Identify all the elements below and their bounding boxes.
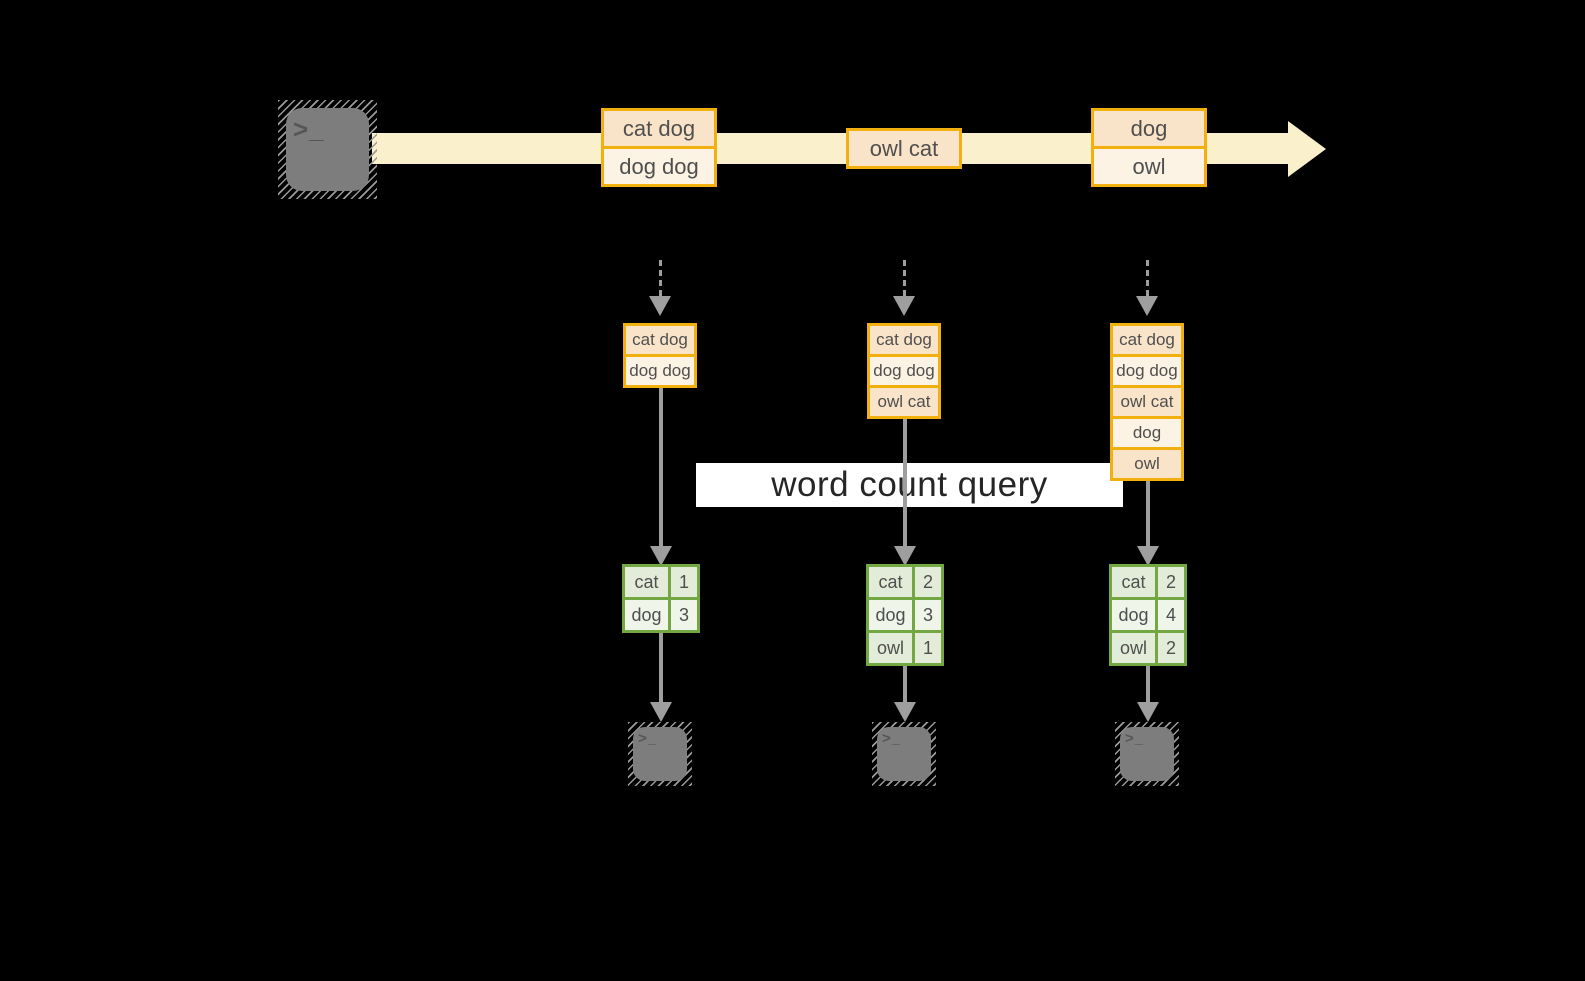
buffered-event-text: dog dog <box>626 357 694 385</box>
terminal-sink-icon-2: >_ <box>872 722 936 786</box>
count-word-cell: cat <box>869 567 912 597</box>
buffered-event-text: dog dog <box>1113 357 1181 385</box>
buffered-event-text: dog dog <box>870 357 938 385</box>
buffered-event-text: owl <box>1113 450 1181 478</box>
buffered-event-text: cat dog <box>1113 326 1181 354</box>
buffered-event-text: cat dog <box>626 326 694 354</box>
terminal-prompt-glyph: >_ <box>293 114 325 144</box>
arrow-head-icon <box>894 546 916 566</box>
arrow-head-icon <box>650 546 672 566</box>
stream-event-text: dog dog <box>604 149 714 184</box>
buffered-event-text: owl cat <box>1113 388 1181 416</box>
count-word-cell: cat <box>1112 567 1155 597</box>
count-value-cell: 2 <box>1158 567 1184 597</box>
terminal-source-icon: >_ <box>278 100 377 199</box>
count-value-cell: 1 <box>671 567 697 597</box>
terminal-prompt-glyph: >_ <box>1125 730 1145 747</box>
count-word-cell: dog <box>1112 600 1155 630</box>
terminal-prompt-glyph: >_ <box>638 730 658 747</box>
arrow-head-icon <box>1137 702 1159 722</box>
stream-event-text: cat dog <box>604 111 714 146</box>
stream-event-box-2: owl cat <box>846 128 962 169</box>
buffered-event-text: owl cat <box>870 388 938 416</box>
stream-event-text: owl cat <box>849 131 959 166</box>
arrow-head-icon <box>1137 546 1159 566</box>
query-banner: word count query <box>696 463 1123 507</box>
count-word-cell: cat <box>625 567 668 597</box>
count-value-cell: 2 <box>1158 633 1184 663</box>
stream-arrow-head-icon <box>1288 121 1326 177</box>
arrow-head-icon <box>650 702 672 722</box>
count-word-cell: dog <box>869 600 912 630</box>
arrow-line <box>1146 481 1150 546</box>
event-buffer-stack-3: cat dog dog dog owl cat dog owl <box>1110 323 1184 481</box>
terminal-body <box>877 727 931 781</box>
arrow-line <box>1146 663 1150 702</box>
terminal-sink-icon-3: >_ <box>1115 722 1179 786</box>
count-value-cell: 1 <box>915 633 941 663</box>
stream-event-text: owl <box>1094 149 1204 184</box>
arrow-line <box>903 663 907 702</box>
buffered-event-text: cat dog <box>870 326 938 354</box>
terminal-body <box>286 108 369 191</box>
stream-event-text: dog <box>1094 111 1204 146</box>
count-value-cell: 3 <box>915 600 941 630</box>
event-buffer-stack-2: cat dog dog dog owl cat <box>867 323 941 419</box>
terminal-body <box>1120 727 1174 781</box>
query-label: word count query <box>771 465 1048 504</box>
terminal-sink-icon-1: >_ <box>628 722 692 786</box>
count-value-cell: 4 <box>1158 600 1184 630</box>
dashed-arrow-line <box>903 260 906 296</box>
terminal-prompt-glyph: >_ <box>882 730 902 747</box>
dashed-arrow-head-icon <box>1136 296 1158 316</box>
count-word-cell: owl <box>869 633 912 663</box>
dashed-arrow-line <box>1146 260 1149 296</box>
buffered-event-text: dog <box>1113 419 1181 447</box>
arrow-line <box>903 419 907 546</box>
arrow-head-icon <box>894 702 916 722</box>
event-buffer-stack-1: cat dog dog dog <box>623 323 697 388</box>
dashed-arrow-head-icon <box>893 296 915 316</box>
count-value-cell: 3 <box>671 600 697 630</box>
terminal-body <box>633 727 687 781</box>
count-word-cell: dog <box>625 600 668 630</box>
count-value-cell: 2 <box>915 567 941 597</box>
arrow-line <box>659 388 663 546</box>
count-word-cell: owl <box>1112 633 1155 663</box>
dashed-arrow-line <box>659 260 662 296</box>
dashed-arrow-head-icon <box>649 296 671 316</box>
arrow-line <box>659 631 663 702</box>
